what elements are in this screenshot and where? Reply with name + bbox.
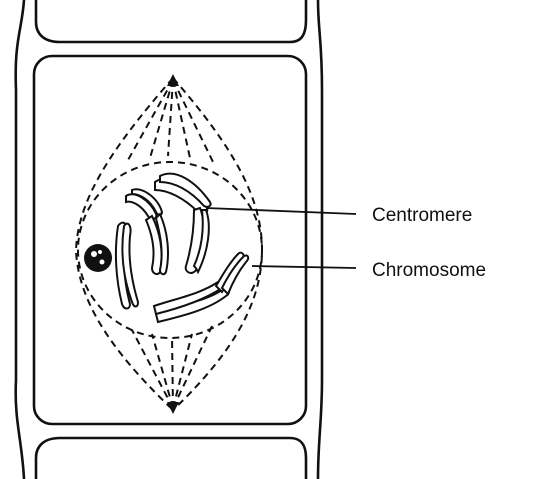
spindle-top-fibre [173,80,190,158]
chromosome-leader-line [252,266,356,268]
spindle-bottom-fibre [172,336,173,408]
lower-cell-top-edge [36,438,306,479]
spindle-bottom-fibre [132,330,173,408]
spindle-fibres [76,78,262,410]
spindle-top-fibre [173,80,214,164]
middle-cell-inner [34,56,306,424]
spindle-pole-bottom [167,402,179,414]
spindle-top-fibre [128,80,173,160]
spindle-outer-right [173,78,262,410]
upper-cell-bottom-edge [36,0,306,42]
nucleolus [84,244,112,272]
spindle-bottom-fibre [152,334,173,408]
spindle-bottom-fibre [173,334,192,408]
spindle-pole-top [167,74,179,86]
outer-wall-left [16,0,24,479]
outer-wall-right [318,0,322,479]
centromere-label: Centromere [372,205,472,226]
chromosomes [116,174,248,322]
centromere-leader-line [206,208,356,214]
chromosome-label: Chromosome [372,260,486,281]
